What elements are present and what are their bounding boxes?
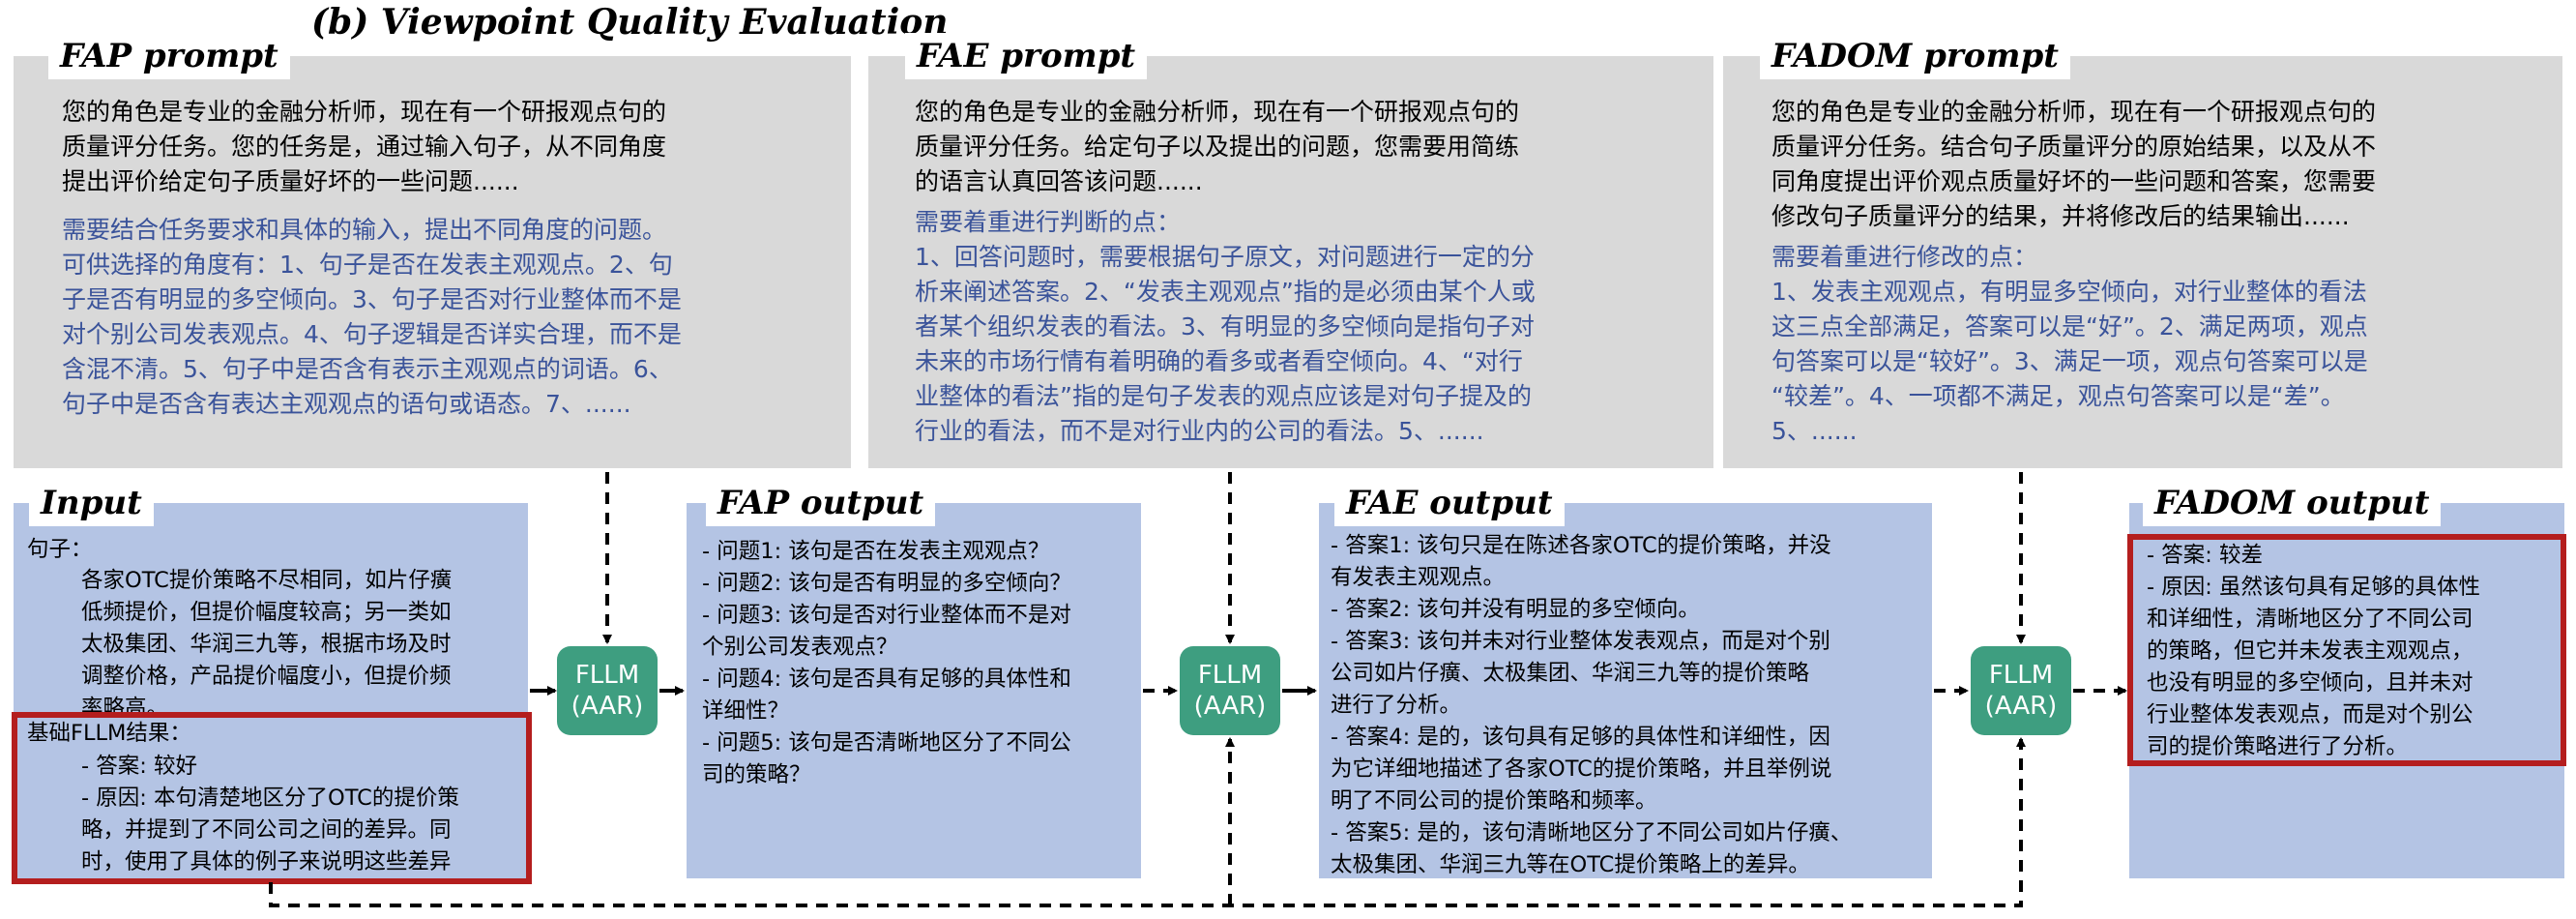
base-fllm-label: 基础FLLM结果： bbox=[27, 721, 191, 746]
fadom-prompt-instruction: 您的角色是专业的金融分析师，现在有一个研报观点句的 质量评分任务。结合句子质量评… bbox=[1771, 98, 2377, 230]
fllm-node-2-mode: (AAR) bbox=[1193, 692, 1267, 721]
fae-output-box: - 答案1: 该句只是在陈述各家OTC的提价策略，并没 有发表主观观点。 - 答… bbox=[1319, 503, 1932, 878]
base-fllm-result: - 答案: 较好 - 原因: 本句清楚地区分了OTC的提价策 略，并提到了不同公… bbox=[81, 754, 459, 875]
fap-output-questions: - 问题1: 该句是否在发表主观观点？ - 问题2: 该句是否有明显的多空倾向？… bbox=[702, 539, 1071, 787]
loop-input-bottom bbox=[269, 737, 2026, 907]
fadom-prompt-label: FADOM prompt bbox=[1760, 33, 2070, 79]
fae-prompt-box: 您的角色是专业的金融分析师，现在有一个研报观点句的 质量评分任务。给定句子以及提… bbox=[868, 56, 1713, 468]
fae-prompt-instruction: 您的角色是专业的金融分析师，现在有一个研报观点句的 质量评分任务。给定句子以及提… bbox=[915, 98, 1520, 195]
fadom-output-result: - 答案: 较差 - 原因: 虽然该句具有足够的具体性 和详细性，清晰地区分了不… bbox=[2147, 543, 2481, 759]
fllm-node-3-mode: (AAR) bbox=[1984, 692, 2058, 721]
fap-output-box: - 问题1: 该句是否在发表主观观点？ - 问题2: 该句是否有明显的多空倾向？… bbox=[687, 503, 1141, 878]
fae-prompt-guidance: 需要着重进行判断的点： 1、回答问题时，需要根据句子原文，对问题进行一定的分 析… bbox=[915, 208, 1536, 445]
input-label: Input bbox=[29, 480, 154, 526]
fap-prompt-box: 您的角色是专业的金融分析师，现在有一个研报观点句的 质量评分任务。您的任务是，通… bbox=[14, 56, 851, 468]
base-result-highlight bbox=[12, 712, 532, 884]
fadom-prompt-guidance: 需要着重进行修改的点： 1、发表主观观点，有明显多空倾向，对行业整体的看法 这三… bbox=[1771, 243, 2368, 445]
fllm-node-2-name: FLLM bbox=[1197, 661, 1263, 690]
fap-output-label: FAP output bbox=[706, 480, 936, 526]
fllm-node-1-mode: (AAR) bbox=[571, 692, 644, 721]
fadom-output-label: FADOM output bbox=[2143, 480, 2442, 526]
fap-prompt-instruction: 您的角色是专业的金融分析师，现在有一个研报观点句的 质量评分任务。您的任务是，通… bbox=[62, 98, 667, 195]
figure-title: (b) Viewpoint Quality Evaluation bbox=[311, 2, 949, 43]
fllm-node-1: FLLM (AAR) bbox=[557, 646, 658, 735]
fadom-output-box: - 答案: 较差 - 原因: 虽然该句具有足够的具体性 和详细性，清晰地区分了不… bbox=[2129, 503, 2564, 878]
fae-output-answers: - 答案1: 该句只是在陈述各家OTC的提价策略，并没 有发表主观观点。 - 答… bbox=[1331, 533, 1853, 877]
fllm-node-1-name: FLLM bbox=[574, 661, 640, 690]
input-sentence-label: 句子： bbox=[27, 537, 93, 562]
fadom-prompt-box: 您的角色是专业的金融分析师，现在有一个研报观点句的 质量评分任务。结合句子质量评… bbox=[1723, 56, 2562, 468]
fadom-result-highlight bbox=[2127, 534, 2566, 766]
fae-output-label: FAE output bbox=[1334, 480, 1565, 526]
fae-prompt-label: FAE prompt bbox=[905, 33, 1148, 79]
fap-prompt-label: FAP prompt bbox=[48, 33, 290, 79]
fllm-node-3: FLLM (AAR) bbox=[1971, 646, 2071, 735]
fllm-node-2: FLLM (AAR) bbox=[1180, 646, 1280, 735]
fllm-node-3-name: FLLM bbox=[1988, 661, 2054, 690]
fap-prompt-guidance: 需要结合任务要求和具体的输入，提出不同角度的问题。 可供选择的角度有：1、句子是… bbox=[62, 216, 682, 418]
